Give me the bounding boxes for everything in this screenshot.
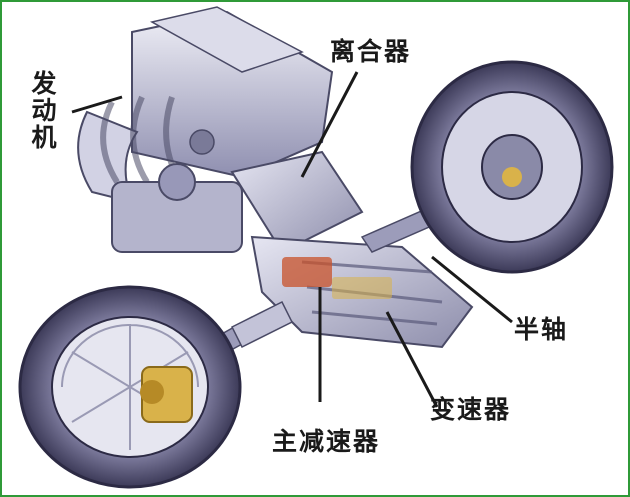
final-drive-label: 主减速器 — [272, 427, 381, 456]
pointer-lines — [71, 71, 513, 408]
engine-block — [77, 6, 334, 253]
left-wheel — [18, 285, 242, 489]
clutch-housing — [230, 150, 364, 254]
half-shaft-label: 半轴 — [514, 315, 569, 344]
engine-label: 发动机 — [28, 70, 57, 151]
gearbox-label: 变速器 — [430, 395, 512, 424]
right-wheel — [410, 60, 614, 274]
gearbox-body — [250, 235, 474, 349]
clutch-label: 离合器 — [330, 37, 412, 66]
